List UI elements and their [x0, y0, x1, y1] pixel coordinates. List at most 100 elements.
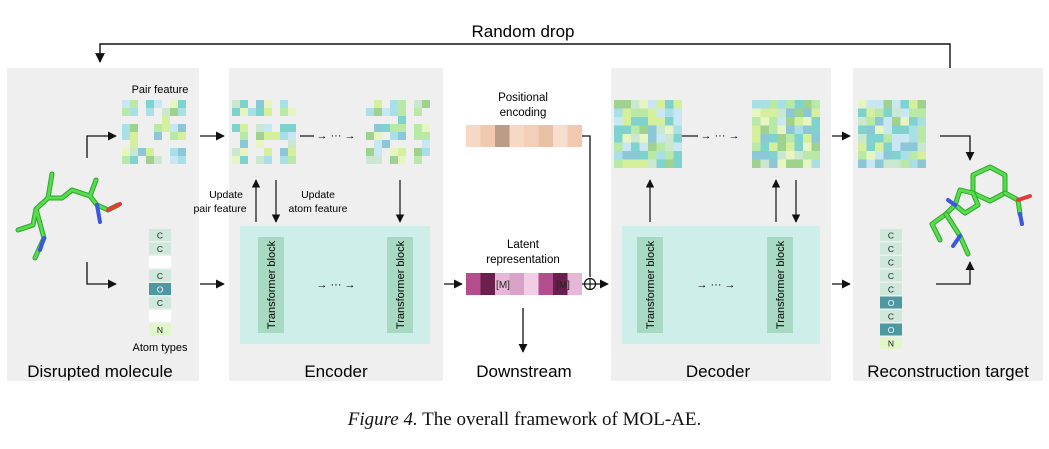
pair-feature-cell: [280, 148, 288, 156]
atom-type-cell: [149, 242, 171, 255]
atom-type-label: C: [888, 271, 894, 281]
pair-feature-cell: [398, 108, 406, 116]
latent-mask-token-2: [M]: [556, 280, 570, 291]
pair-feature-cell: [256, 124, 264, 132]
atom-type-label: O: [888, 325, 895, 335]
pair-feature-cell: [146, 148, 154, 156]
pair-feature-cell: [639, 108, 648, 117]
pair-feature-cell: [639, 134, 648, 143]
pair-feature-cell: [752, 100, 761, 109]
latent-cell: [567, 273, 582, 295]
atom-type-cell: [880, 310, 902, 322]
pair-feature-cell: [917, 100, 926, 109]
latent-cell: [509, 273, 524, 295]
decoder-pair-ellipsis: → ··· →: [700, 130, 739, 142]
pair-feature-cell: [178, 148, 186, 156]
pair-feature-cell: [794, 117, 803, 126]
pair-feature-cell: [900, 117, 909, 126]
caption-prefix: Figure 4.: [347, 409, 418, 430]
atom-type-label: C: [888, 258, 894, 268]
atom-type-label: C: [157, 271, 163, 281]
positional-label-line2: encoding: [500, 107, 547, 119]
pair-feature-cell: [374, 132, 382, 140]
decoder-block-1-label: Transformer block: [645, 240, 657, 329]
pair-feature-cell: [366, 156, 374, 164]
positional-encoding-cell: [567, 125, 582, 147]
pair-feature-cell: [398, 124, 406, 132]
pair-feature-cell: [366, 148, 374, 156]
pair-feature-cell: [883, 134, 892, 143]
caption-name-part-3: -AE: [664, 409, 697, 430]
update-atom-line2: atom feature: [289, 203, 348, 215]
pair-feature-cell: [390, 148, 398, 156]
decoder-pair-grid-2: [752, 100, 820, 168]
pair-feature-cell: [900, 151, 909, 160]
pair-feature-cell: [162, 116, 170, 124]
positional-encoding-cell: [466, 125, 481, 147]
encoder-block-ellipsis: → ··· →: [316, 279, 355, 291]
pair-feature-cell: [777, 108, 786, 117]
pair-feature-cell: [648, 100, 657, 109]
pair-feature-cell: [803, 100, 812, 109]
pair-feature-cell: [280, 108, 288, 116]
pair-feature-cell: [280, 132, 288, 140]
decoder-pair-grid-1: [614, 100, 682, 168]
caption-text: The overall framework of: [422, 409, 618, 430]
pair-feature-cell: [811, 134, 820, 143]
pair-feature-cell: [858, 117, 867, 126]
pair-feature-cell: [240, 108, 248, 116]
atom-type-cell: [149, 296, 171, 309]
pair-feature-cell: [414, 100, 422, 108]
pair-feature-cell: [794, 100, 803, 109]
pair-feature-cell: [162, 124, 170, 132]
pair-feature-cell: [648, 117, 657, 126]
pair-feature-cell: [900, 159, 909, 168]
pair-feature-cell: [130, 124, 138, 132]
pair-feature-cell: [240, 132, 248, 140]
atom-type-label: O: [157, 285, 164, 295]
pair-feature-cell: [162, 108, 170, 116]
atom-type-cell: [880, 296, 902, 309]
pair-feature-cell: [752, 117, 761, 126]
pair-feature-cell: [240, 100, 248, 108]
pair-feature-cell: [917, 125, 926, 134]
atom-type-cell: [149, 310, 171, 322]
pair-feature-cell: [240, 156, 248, 164]
positional-encoding-strip: [466, 125, 582, 147]
pair-feature-cell: [170, 132, 178, 140]
pair-feature-cell: [875, 142, 884, 151]
pair-feature-cell: [892, 125, 901, 134]
encoder-pair-ellipsis: → ··· →: [316, 130, 355, 142]
atom-type-cell: [880, 242, 902, 255]
atom-type-cell: [149, 283, 171, 295]
pair-feature-cell: [803, 142, 812, 151]
random-drop-loop-arrow: [95, 43, 951, 68]
pair-feature-cell: [374, 124, 382, 132]
pair-feature-cell: [900, 108, 909, 117]
pair-feature-cell: [614, 151, 623, 160]
disrupted-pair-feature-grid: [122, 100, 186, 164]
pair-feature-cell: [648, 159, 657, 168]
pair-feature-cell: [639, 159, 648, 168]
pair-feature-cell: [398, 132, 406, 140]
pair-feature-cell: [892, 108, 901, 117]
pair-feature-cell: [622, 108, 631, 117]
encoder-transformer-block-2: [387, 237, 413, 333]
pair-feature-cell: [240, 148, 248, 156]
pair-feature-cell: [786, 159, 795, 168]
update-atom-line1: Update: [301, 189, 335, 201]
pair-feature-cell: [673, 117, 682, 126]
pair-feature-cell: [777, 134, 786, 143]
pair-feature-label: Pair feature: [132, 84, 189, 96]
pair-feature-cell: [786, 142, 795, 151]
pair-feature-cell: [122, 124, 130, 132]
pair-feature-cell: [170, 148, 178, 156]
pair-feature-cell: [866, 159, 875, 168]
pair-feature-cell: [760, 151, 769, 160]
pair-feature-cell: [240, 140, 248, 148]
pair-feature-cell: [622, 125, 631, 134]
pair-feature-cell: [130, 156, 138, 164]
pair-feature-cell: [909, 142, 918, 151]
update-pair-line1: Update: [209, 189, 243, 201]
